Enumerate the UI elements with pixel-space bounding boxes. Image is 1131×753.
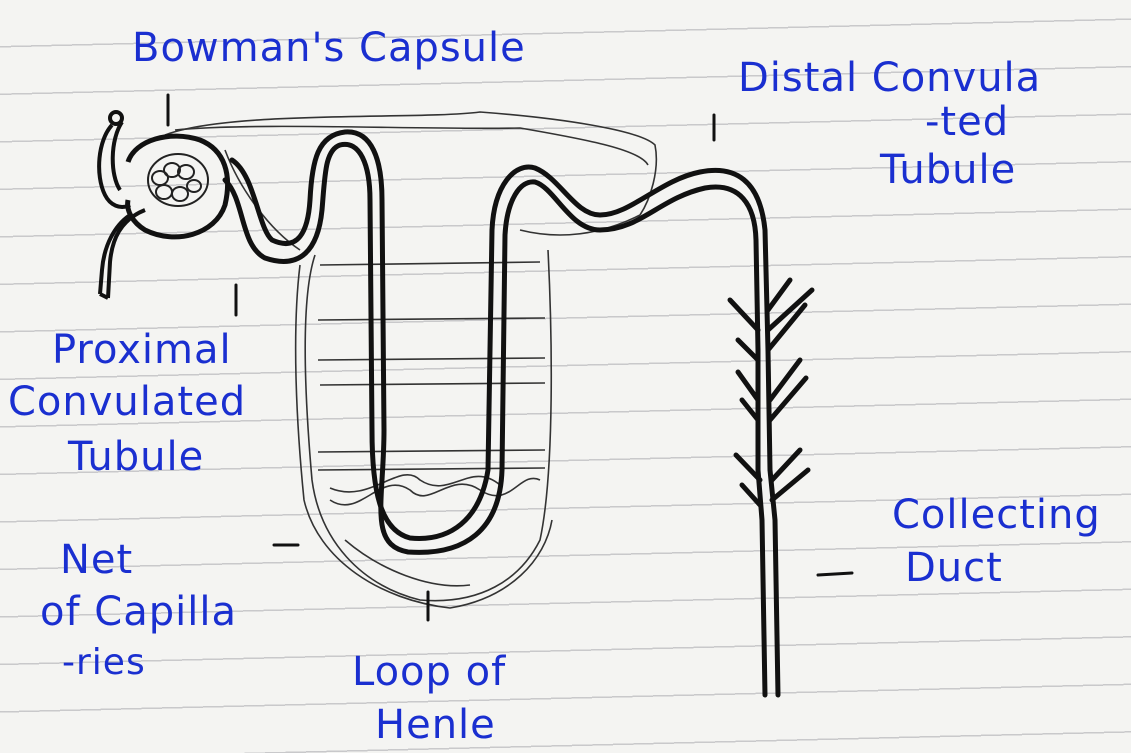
label-proximal-line2: Convulated <box>8 382 246 422</box>
label-distal-line1: Distal Convula <box>738 58 1041 98</box>
arterioles <box>99 112 145 298</box>
label-net-line2: of Capilla <box>40 592 237 632</box>
label-distal-line3: Tubule <box>880 150 1016 190</box>
collecting-duct <box>730 280 812 695</box>
label-collecting-line2: Duct <box>905 548 1003 588</box>
label-loop-line2: Henle <box>375 705 496 745</box>
net-of-capillaries <box>165 112 656 608</box>
label-distal-line2: -ted <box>925 102 1009 142</box>
glomerulus <box>148 154 208 206</box>
label-bowmans-capsule: Bowman's Capsule <box>132 28 526 68</box>
label-loop-line1: Loop of <box>352 652 506 692</box>
label-net-line1: Net <box>60 540 133 580</box>
renal-tubule <box>225 132 768 552</box>
label-net-line3: -ries <box>62 645 146 681</box>
label-proximal-line3: Tubule <box>68 437 204 477</box>
label-collecting-line1: Collecting <box>892 495 1101 535</box>
label-proximal-line1: Proximal <box>52 330 232 370</box>
